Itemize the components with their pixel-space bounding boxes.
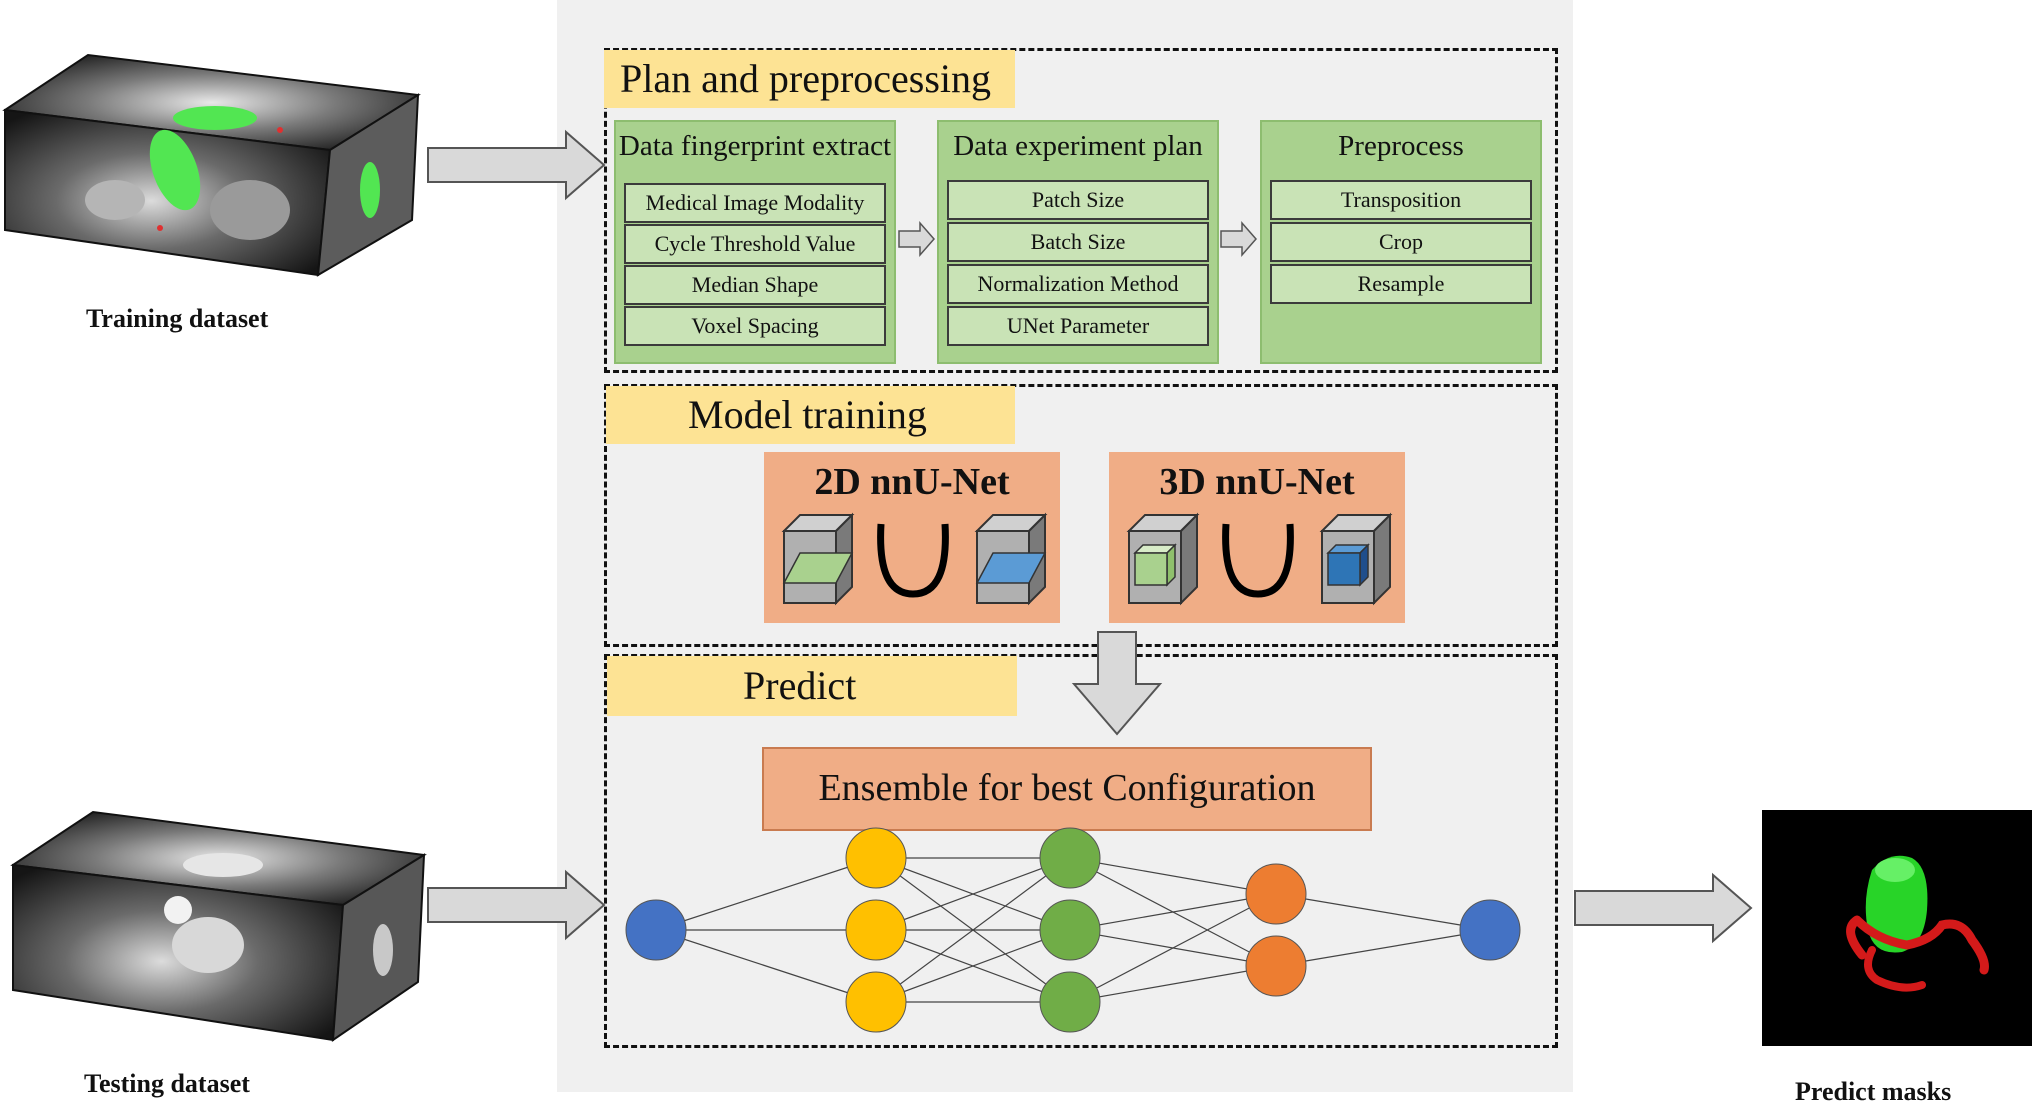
network-edge [875,929,1071,1003]
preprocess-box: Preprocess Transposition Crop Resample [1260,120,1542,364]
arrow-training-to-predict [1071,631,1163,736]
arrow-fingerprint-to-plan [898,221,935,257]
network-edge [655,857,877,931]
network-node [1039,971,1101,1033]
network-edge [1275,893,1491,931]
network-node [625,899,687,961]
training-mri-volume [2,53,421,277]
fingerprint-item: Voxel Spacing [624,306,886,346]
predict-masks-label: Predict masks [1795,1077,1952,1106]
ensemble-box: Ensemble for best Configuration [762,747,1372,831]
fingerprint-item: Median Shape [624,265,886,305]
network-node [845,899,907,961]
testing-mri-volume [10,810,427,1042]
cube-3d-input-icon [1126,512,1200,606]
predict-section-title: Predict [607,656,1017,716]
network-node [845,827,907,889]
net-2d-title: 2D nnU-Net [814,461,1010,503]
fingerprint-box: Data fingerprint extract Medical Image M… [614,120,896,364]
network-edge [655,929,877,1003]
network-edge [1069,893,1277,1003]
arrow-plan-to-preprocess [1220,221,1257,257]
training-section [604,384,1558,647]
fingerprint-item: Medical Image Modality [624,183,886,223]
network-edge [875,857,1071,931]
network-edge [1069,965,1277,1003]
net-3d-title: 3D nnU-Net [1159,461,1355,503]
network-edge [875,857,1071,1003]
network-node [845,971,907,1033]
cube-2d-output-icon [974,512,1048,606]
cube-3d-output-icon [1319,512,1393,606]
fingerprint-item: Cycle Threshold Value [624,224,886,264]
experiment-item: UNet Parameter [947,306,1209,346]
experiment-plan-title: Data experiment plan [953,130,1203,162]
experiment-item: Normalization Method [947,264,1209,304]
testing-dataset-label: Testing dataset [84,1069,250,1098]
network-node [1245,863,1307,925]
arrow-testing-to-predict [427,869,606,941]
neural-network [625,827,1521,1033]
network-node [1245,935,1307,997]
preprocess-title: Preprocess [1338,130,1464,162]
preprocess-item: Crop [1270,222,1532,262]
experiment-plan-box: Data experiment plan Patch Size Batch Si… [937,120,1219,364]
arrow-training-to-plan [427,129,606,201]
u-shape-3d-icon [1222,523,1294,598]
training-section-title: Model training [606,386,1015,444]
network-node [1039,899,1101,961]
network-edge [1275,929,1491,967]
u-shape-2d-icon [877,523,949,598]
training-dataset-label: Training dataset [86,304,269,333]
experiment-item: Patch Size [947,180,1209,220]
network-edge [1069,893,1277,931]
network-edge [1069,857,1277,895]
preprocess-item: Transposition [1270,180,1532,220]
arrow-predict-to-output [1574,872,1753,944]
predict-section [604,654,1558,1048]
preprocess-item: Resample [1270,264,1532,304]
network-node [1459,899,1521,961]
plan-section [604,48,1558,373]
predicted-mask-render [1762,810,2032,1046]
fingerprint-title: Data fingerprint extract [618,130,892,162]
network-node [1039,827,1101,889]
experiment-item: Batch Size [947,222,1209,262]
plan-section-title: Plan and preprocessing [604,50,1015,108]
cube-2d-input-icon [781,512,855,606]
